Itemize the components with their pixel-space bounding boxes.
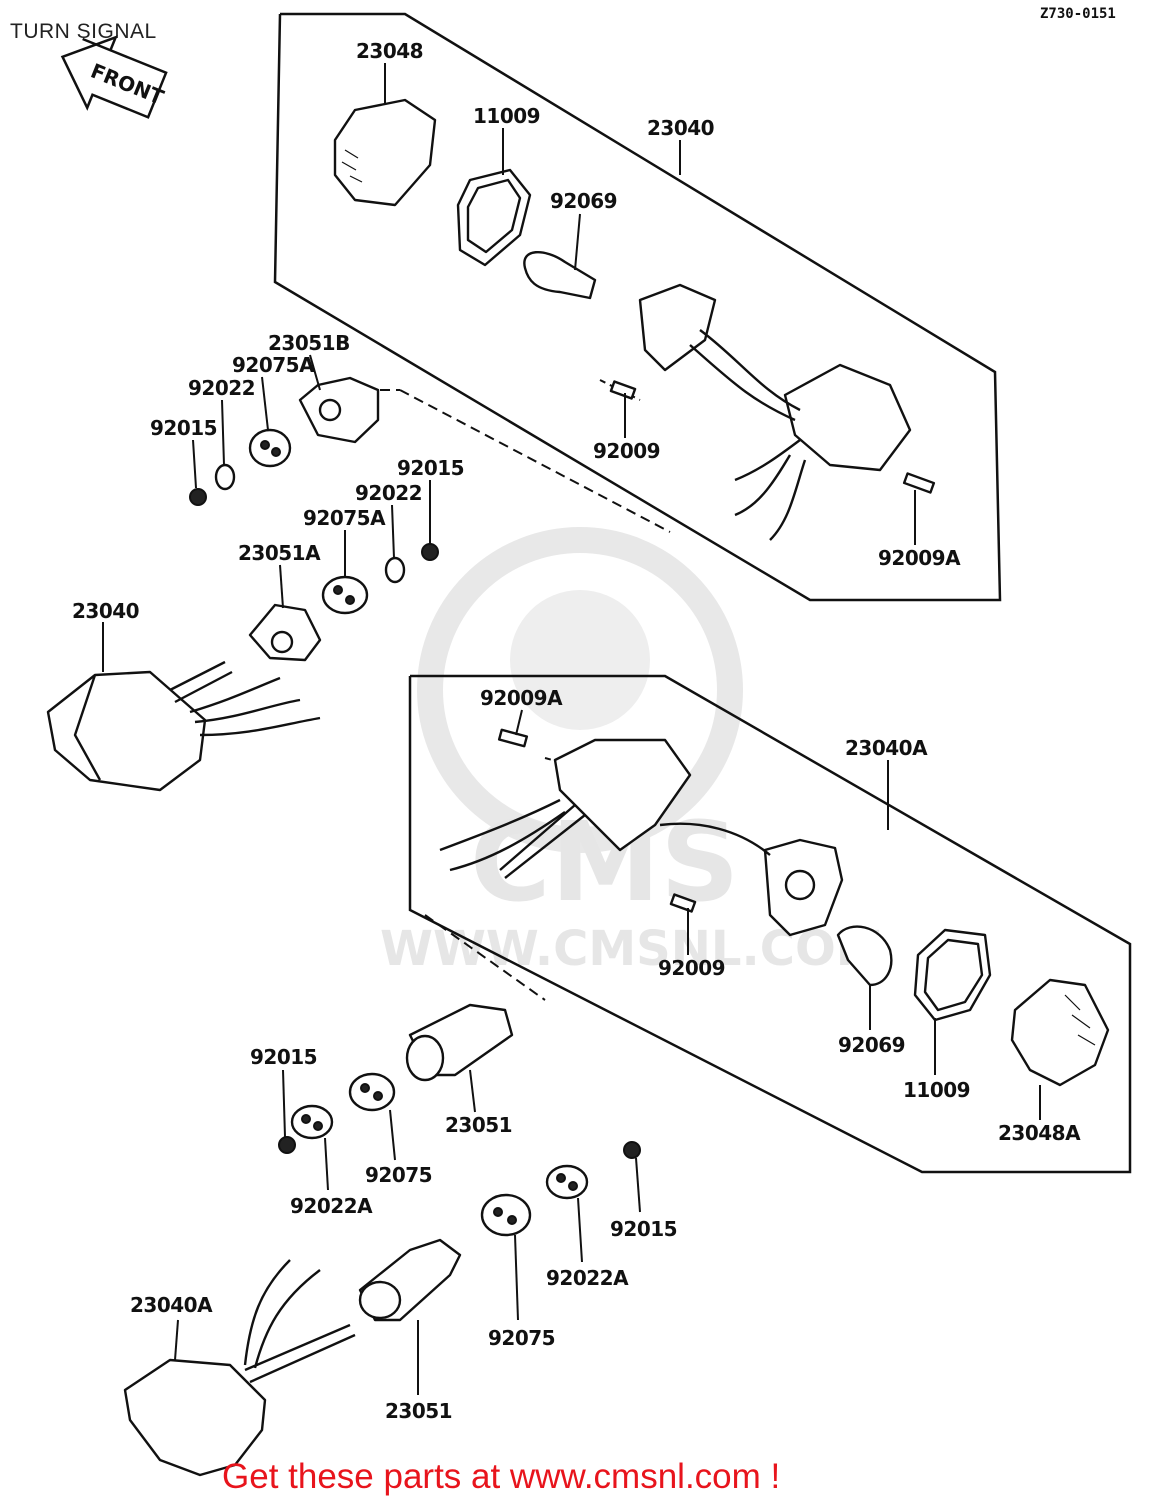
label-23040A-bottom: 23040A <box>130 1293 213 1317</box>
label-92015-lower-right: 92015 <box>610 1217 677 1241</box>
lens-23048A-shape <box>1010 978 1110 1087</box>
label-92022-top: 92022 <box>188 376 255 400</box>
label-92022-mid: 92022 <box>355 481 422 505</box>
nut-92015-lower-right-shape <box>623 1141 641 1159</box>
assembly-frame-lower <box>408 674 1132 1174</box>
grommet-23051-bottom-shape <box>358 1238 462 1322</box>
label-92075A-top: 92075A <box>232 353 315 377</box>
label-92075-bottom: 92075 <box>488 1326 555 1350</box>
label-11009-bottom: 11009 <box>903 1078 970 1102</box>
grommet-23051A-shape <box>248 603 322 662</box>
nut-92015-mid-shape <box>421 543 439 561</box>
footer-parts-link[interactable]: Get these parts at www.cmsnl.com ! <box>222 1457 780 1496</box>
housing-23040A-bottom-shape <box>123 1259 356 1477</box>
label-92015-top-left: 92015 <box>150 416 217 440</box>
bulb-92069-top-shape <box>523 250 597 300</box>
screw-92009A-top-shape <box>902 472 936 494</box>
label-92015-lower-left: 92015 <box>250 1045 317 1069</box>
label-23040-left: 23040 <box>72 599 139 623</box>
label-92009-mid: 92009 <box>658 956 725 980</box>
label-23048: 23048 <box>356 39 423 63</box>
housing-23040A-right-shape <box>439 738 844 937</box>
housing-23040-left-shape <box>46 660 321 792</box>
screw-92009-top-shape <box>609 380 637 400</box>
label-23048A: 23048A <box>998 1121 1081 1145</box>
gasket-11009-top-shape <box>456 168 532 267</box>
label-92015-mid: 92015 <box>397 456 464 480</box>
plate-92075-bottom-shape <box>480 1193 532 1237</box>
diagram-title: TURN SIGNAL <box>10 20 157 43</box>
plate-92022A-right-shape <box>545 1164 589 1200</box>
assembly-frame-upper <box>273 12 1002 602</box>
label-23040A-right: 23040A <box>845 736 928 760</box>
lens-23048-shape <box>333 98 437 207</box>
drawing-code: Z730-0151 <box>1040 6 1116 22</box>
label-92009A-mid: 92009A <box>480 686 563 710</box>
label-23051B: 23051B <box>268 331 350 355</box>
leader-lines <box>102 63 1041 1395</box>
plate-92022A-left-shape <box>290 1104 334 1140</box>
label-92075-mid: 92075 <box>365 1163 432 1187</box>
label-92009-top: 92009 <box>593 439 660 463</box>
label-92009A-top: 92009A <box>878 546 961 570</box>
nut-92015-top-shape <box>189 488 207 506</box>
label-92075A-mid: 92075A <box>303 506 386 530</box>
grommet-23051-mid-shape <box>405 1003 514 1082</box>
gasket-11009-bottom-shape <box>913 928 992 1022</box>
washer-92022-mid-shape <box>384 556 406 584</box>
label-23051-mid: 23051 <box>445 1113 512 1137</box>
plate-92075-mid-shape <box>348 1072 396 1112</box>
plate-92075A-mid-shape <box>321 575 369 615</box>
housing-23040-top-shape <box>638 283 912 541</box>
label-92069-top: 92069 <box>550 189 617 213</box>
label-92069-bottom: 92069 <box>838 1033 905 1057</box>
plate-92075A-top-shape <box>248 428 292 468</box>
label-11009-top: 11009 <box>473 104 540 128</box>
screw-92009A-mid-shape <box>497 728 529 748</box>
bulb-92069-bottom-shape <box>836 925 893 987</box>
part-labels: 23048 11009 23040 92069 23051B 92075A 92… <box>72 39 1082 1423</box>
screw-92009-mid-shape <box>669 893 697 913</box>
label-23051-bottom: 23051 <box>385 1399 452 1423</box>
grommet-23051B-shape <box>298 376 380 444</box>
label-92022A-right: 92022A <box>546 1266 629 1290</box>
label-92022A-left: 92022A <box>290 1194 373 1218</box>
label-23051A: 23051A <box>238 541 321 565</box>
washer-92022-top-shape <box>214 463 236 491</box>
nut-92015-lower-left-shape <box>278 1136 296 1154</box>
label-23040-top: 23040 <box>647 116 714 140</box>
